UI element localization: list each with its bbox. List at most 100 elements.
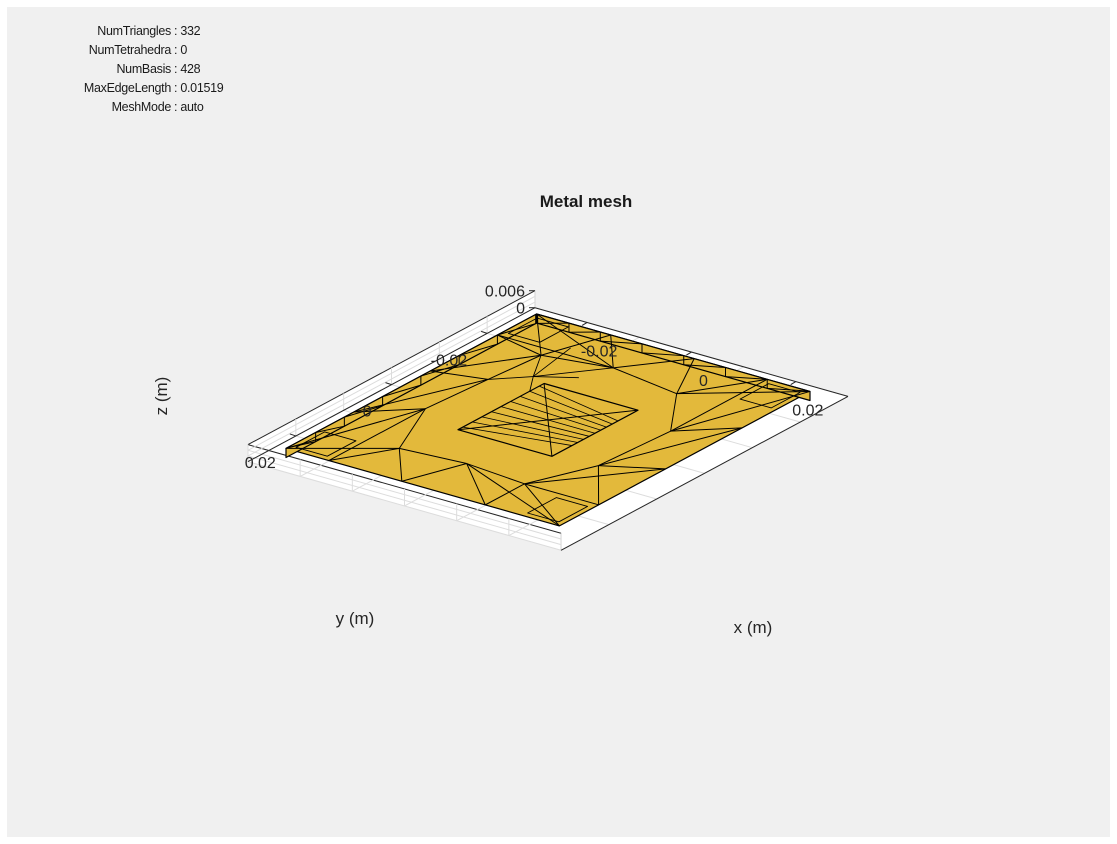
mesh-edge	[532, 355, 542, 377]
mesh-edge	[315, 425, 345, 433]
mesh-info-label: NumTetrahedra	[88, 43, 172, 57]
chart-title: Metal mesh	[540, 192, 633, 211]
y-tick-mark	[289, 433, 296, 437]
mesh-edge	[466, 463, 560, 527]
mesh-edge	[598, 427, 743, 467]
y-tick-label: -0.02	[431, 352, 468, 369]
mesh-edge	[466, 463, 486, 506]
grid-line-y	[247, 461, 562, 551]
mesh-edge	[641, 352, 684, 357]
mesh-info-value: : 428	[174, 62, 201, 76]
mesh-edge	[497, 334, 614, 369]
mesh-edge	[420, 364, 460, 377]
mesh-edge	[600, 340, 643, 345]
mesh-edge	[670, 427, 743, 432]
mesh-corner	[507, 317, 569, 343]
mesh-edge	[425, 378, 489, 410]
x-axis-label: x (m)	[734, 618, 773, 637]
box-edge	[560, 395, 849, 551]
mesh-edge	[459, 343, 498, 357]
mesh-edge	[466, 463, 525, 485]
mesh-edge	[540, 334, 611, 356]
mesh-edge	[676, 358, 695, 394]
mesh-edge	[532, 347, 571, 377]
mesh-edge	[598, 465, 666, 470]
x-tick-mark	[790, 381, 797, 386]
mesh-edge	[462, 426, 573, 446]
mesh-edge	[524, 465, 599, 485]
mesh-info-label: NumBasis	[116, 62, 171, 76]
x-tick-label: 0	[699, 373, 708, 390]
mesh-corner	[295, 431, 357, 457]
y-tick-mark	[385, 382, 392, 386]
mesh-edge	[524, 483, 599, 506]
mesh-edge	[670, 390, 811, 432]
mesh-edge	[353, 378, 489, 413]
z-tick-label: 0.006	[485, 284, 525, 301]
y-axis-label: y (m)	[336, 609, 375, 628]
mesh-edge	[536, 313, 614, 369]
mesh-edge	[382, 384, 422, 398]
mesh-edge	[533, 367, 614, 377]
mesh-info-value: : 0	[174, 43, 187, 57]
mesh-edge	[613, 367, 677, 395]
x-tick-label: -0.02	[581, 343, 618, 360]
mesh-edge	[510, 401, 601, 431]
y-tick-label: 0.02	[245, 455, 276, 472]
mesh-edge	[472, 421, 578, 443]
mesh-edge	[328, 408, 426, 461]
grid-line-z	[247, 455, 562, 546]
mesh-edge	[529, 376, 534, 392]
mesh-edge	[533, 376, 579, 379]
mesh-corner	[527, 497, 589, 523]
x-tick-label: 0.02	[792, 403, 823, 420]
z-axis-label: z (m)	[152, 377, 171, 416]
mesh-edge	[485, 483, 525, 506]
z-tick-label: 0	[516, 301, 525, 318]
mesh-edge	[529, 390, 613, 425]
grid-line-z	[247, 295, 536, 451]
mesh-edge	[487, 376, 534, 380]
mesh-edge	[524, 468, 666, 485]
x-tick-mark	[686, 351, 692, 356]
mesh-edge	[398, 448, 403, 482]
mesh-edge	[540, 354, 614, 369]
mesh-edge	[598, 430, 671, 467]
mesh-edge	[399, 447, 467, 465]
mesh-edge	[539, 385, 619, 422]
mesh-edge	[725, 376, 768, 380]
y-tick-label: 0	[363, 404, 372, 421]
mesh-edge	[487, 354, 542, 380]
mesh-edge	[670, 393, 678, 432]
mesh-info-value: : 0.01519	[174, 81, 224, 95]
mesh-info-label: MaxEdgeLength	[83, 81, 171, 95]
mesh-edge	[497, 334, 542, 356]
grid-line-z	[247, 449, 562, 540]
mesh-info-label: MeshMode	[111, 100, 172, 114]
mesh-info-value: : auto	[174, 100, 204, 114]
mesh-info-label: NumTriangles	[97, 24, 171, 38]
mesh-edge	[613, 358, 695, 369]
mesh-corner	[739, 383, 801, 409]
mesh-edge	[536, 313, 542, 356]
mesh-edge	[328, 447, 400, 462]
mesh-edge	[401, 463, 467, 482]
mesh-edge	[676, 378, 768, 395]
mesh-edge	[430, 370, 489, 380]
x-tick-mark	[581, 322, 588, 326]
mesh-edge	[457, 409, 639, 431]
grid-line-z	[247, 301, 536, 457]
mesh-edge	[520, 395, 607, 428]
metal-mesh	[285, 313, 811, 527]
mesh-edge	[430, 354, 542, 372]
mesh-info-value: : 332	[174, 24, 201, 38]
mesh-edge	[398, 408, 426, 449]
mesh-edge	[767, 387, 809, 392]
mesh-edge	[670, 378, 768, 432]
y-tick-mark	[480, 330, 488, 334]
mesh-edge	[285, 408, 426, 449]
